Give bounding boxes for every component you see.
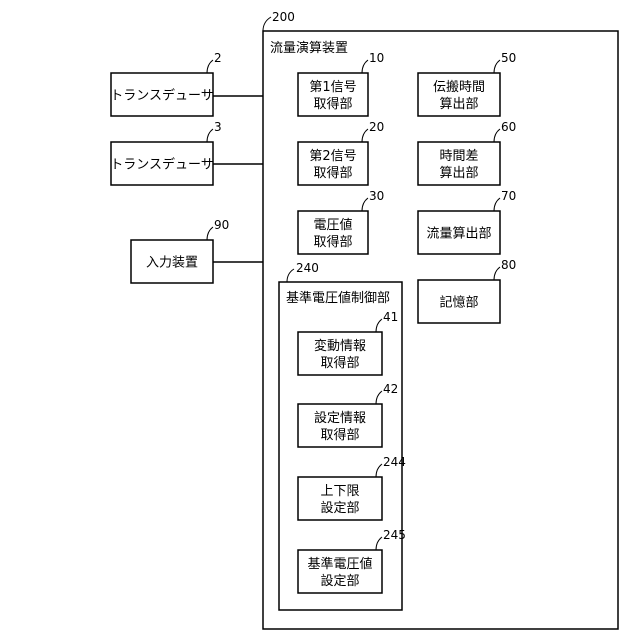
variation-info-acquisition-ref: 41 bbox=[383, 310, 398, 324]
device-ref: 200 bbox=[272, 10, 295, 24]
transducer-2-block: トランスデューサ 3 bbox=[110, 120, 221, 185]
flow-rate-calculation-ref: 70 bbox=[501, 189, 516, 203]
storage-label-line: 記憶部 bbox=[439, 295, 478, 311]
voltage-value-acquisition-label-line: 電圧値 bbox=[313, 217, 352, 233]
first-signal-acquisition-ref: 10 bbox=[369, 51, 384, 65]
transducer-1-label-line: トランスデューサ bbox=[110, 88, 213, 104]
time-difference-calculation-label-line: 時間差 bbox=[439, 149, 478, 164]
flow-rate-calculation-label-line: 流量算出部 bbox=[426, 227, 491, 242]
time-difference-calculation-label-line: 算出部 bbox=[439, 166, 478, 181]
upper-lower-limit-setting-ref: 244 bbox=[383, 455, 406, 469]
propagation-time-calculation-label-line: 伝搬時間 bbox=[433, 80, 485, 95]
device-leader-line bbox=[263, 17, 271, 31]
propagation-time-calculation-ref: 50 bbox=[501, 51, 516, 65]
controller-title: 基準電圧値制御部 bbox=[286, 290, 390, 306]
input-device-label-line: 入力装置 bbox=[146, 256, 198, 271]
second-signal-acquisition-label-line: 取得部 bbox=[313, 165, 352, 181]
transducer-1-block: トランスデューサ 2 bbox=[110, 51, 221, 116]
device-title: 流量演算装置 bbox=[270, 40, 348, 56]
upper-lower-limit-setting-label-line: 設定部 bbox=[320, 500, 359, 516]
transducer-2-label-line: トランスデューサ bbox=[110, 157, 213, 173]
input-device-leader-line bbox=[207, 227, 213, 240]
second-signal-acquisition-ref: 20 bbox=[369, 120, 384, 134]
input-device-block: 入力装置 90 bbox=[131, 218, 229, 283]
second-signal-acquisition-label-line: 第2信号 bbox=[309, 149, 356, 164]
variation-info-acquisition-label-line: 変動情報 bbox=[314, 338, 366, 354]
transducer-1-leader-line bbox=[207, 60, 213, 73]
controller-ref: 240 bbox=[296, 261, 319, 275]
upper-lower-limit-setting-label-line: 上下限 bbox=[320, 484, 359, 499]
propagation-time-calculation-label-line: 算出部 bbox=[439, 97, 478, 112]
reference-voltage-setting-label-line: 基準電圧値 bbox=[307, 556, 372, 572]
variation-info-acquisition-label-line: 取得部 bbox=[320, 355, 359, 371]
setting-info-acquisition-label-line: 設定情報 bbox=[314, 410, 366, 426]
transducer-2-leader-line bbox=[207, 129, 213, 142]
setting-info-acquisition-ref: 42 bbox=[383, 382, 398, 396]
voltage-value-acquisition-ref: 30 bbox=[369, 189, 384, 203]
voltage-value-acquisition-label-line: 取得部 bbox=[313, 234, 352, 250]
transducer-2-ref: 3 bbox=[214, 120, 222, 134]
reference-voltage-setting-label-line: 設定部 bbox=[320, 573, 359, 589]
first-signal-acquisition-label-line: 第1信号 bbox=[309, 80, 356, 95]
transducer-1-ref: 2 bbox=[214, 51, 222, 65]
input-device-ref: 90 bbox=[214, 218, 229, 232]
storage-ref: 80 bbox=[501, 258, 516, 272]
first-signal-acquisition-label-line: 取得部 bbox=[313, 96, 352, 112]
setting-info-acquisition-label-line: 取得部 bbox=[320, 427, 359, 443]
time-difference-calculation-ref: 60 bbox=[501, 120, 516, 134]
reference-voltage-setting-ref: 245 bbox=[383, 528, 406, 542]
